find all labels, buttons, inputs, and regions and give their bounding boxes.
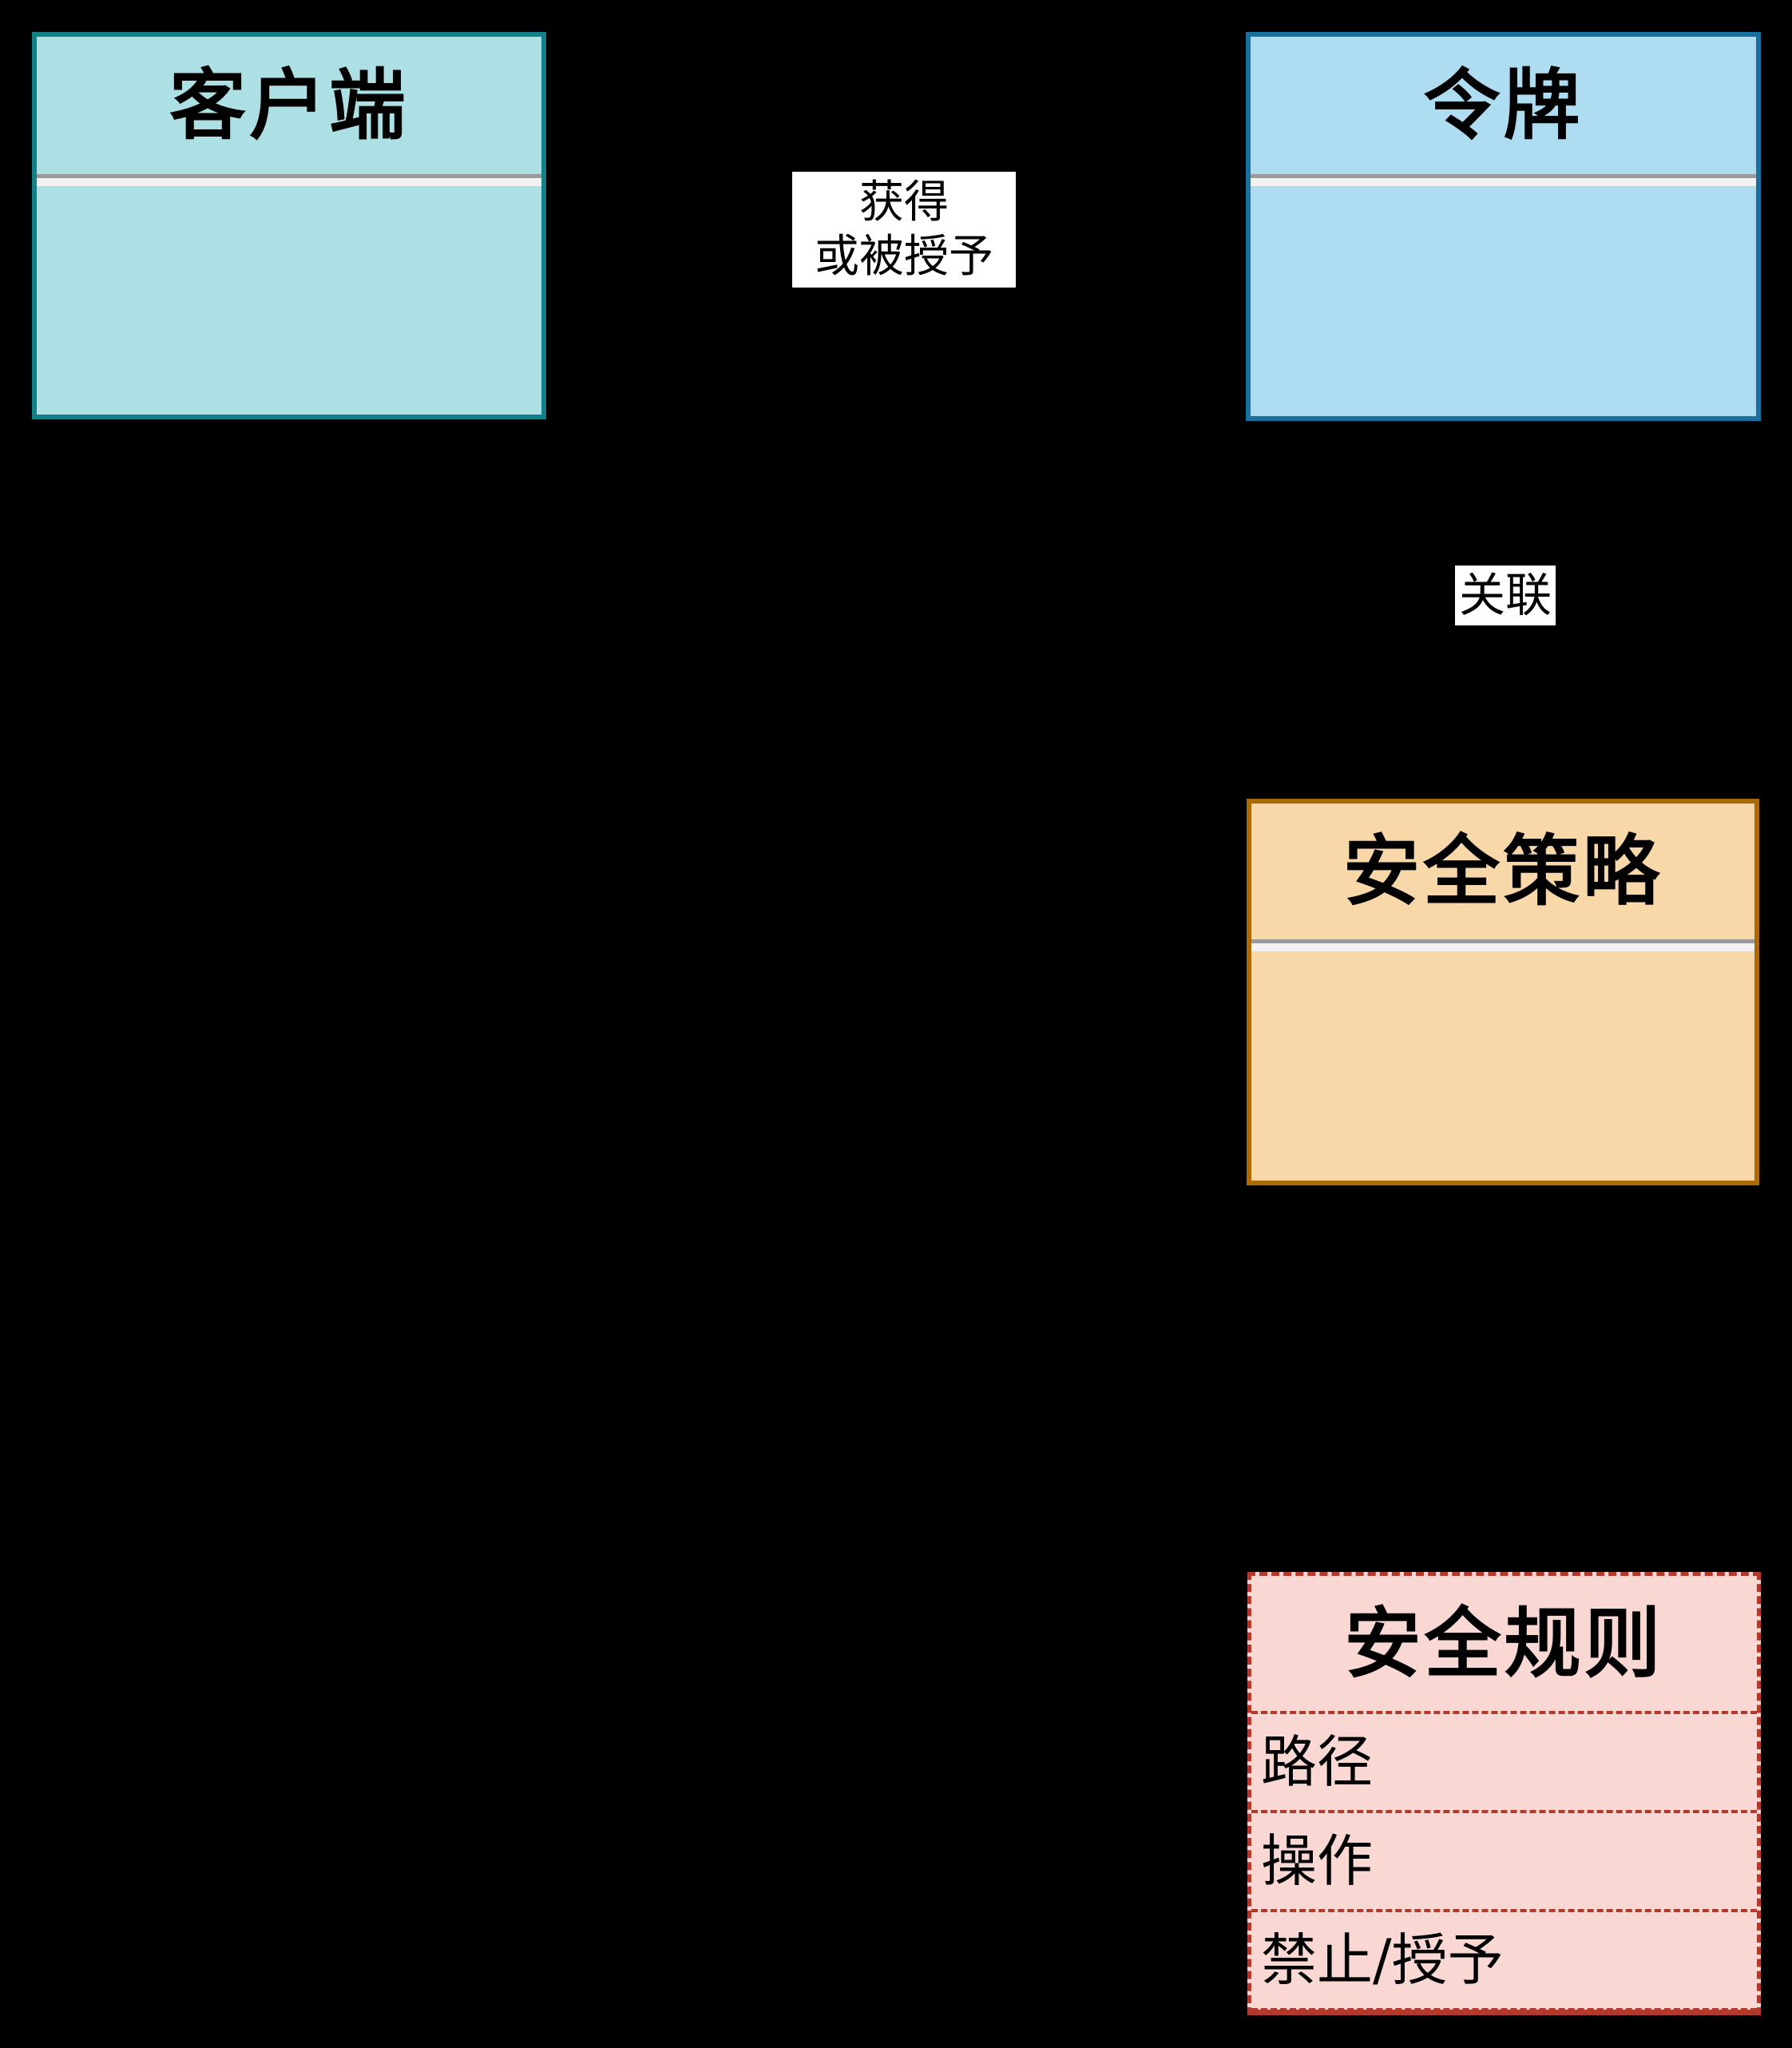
class-box-token: 令牌 bbox=[1246, 32, 1761, 421]
edge-label-acquire-line1: 获得 bbox=[859, 176, 949, 228]
class-body-security-policy bbox=[1251, 951, 1754, 1181]
compartment-divider bbox=[1251, 174, 1756, 186]
edge-label-associate: 关联 bbox=[1455, 566, 1556, 625]
class-title-client: 客户端 bbox=[169, 61, 409, 150]
attribute-row-spacer bbox=[1251, 2008, 1757, 2022]
class-box-security-policy: 安全策略 bbox=[1247, 799, 1759, 1185]
class-title-security-rule: 安全规则 bbox=[1344, 1598, 1664, 1689]
class-body-token bbox=[1251, 186, 1756, 416]
compartment-divider bbox=[37, 174, 541, 186]
class-title-security-policy: 安全策略 bbox=[1343, 827, 1663, 916]
edge-label-associate-text: 关联 bbox=[1458, 568, 1552, 622]
edge-label-acquire-line2: 或被授予 bbox=[815, 230, 993, 283]
class-box-client: 客户端 bbox=[32, 32, 546, 419]
class-box-security-rule: 安全规则 路径 操作 禁止/授予 bbox=[1247, 1572, 1761, 2015]
class-title-token: 令牌 bbox=[1423, 61, 1584, 150]
compartment-divider bbox=[1251, 939, 1754, 951]
attribute-row-operation: 操作 bbox=[1251, 1810, 1757, 1909]
attribute-row-path: 路径 bbox=[1251, 1711, 1757, 1810]
class-body-client bbox=[37, 186, 541, 415]
edge-label-acquire: 获得 或被授予 bbox=[792, 172, 1016, 288]
attribute-row-deny-grant: 禁止/授予 bbox=[1251, 1909, 1757, 2008]
